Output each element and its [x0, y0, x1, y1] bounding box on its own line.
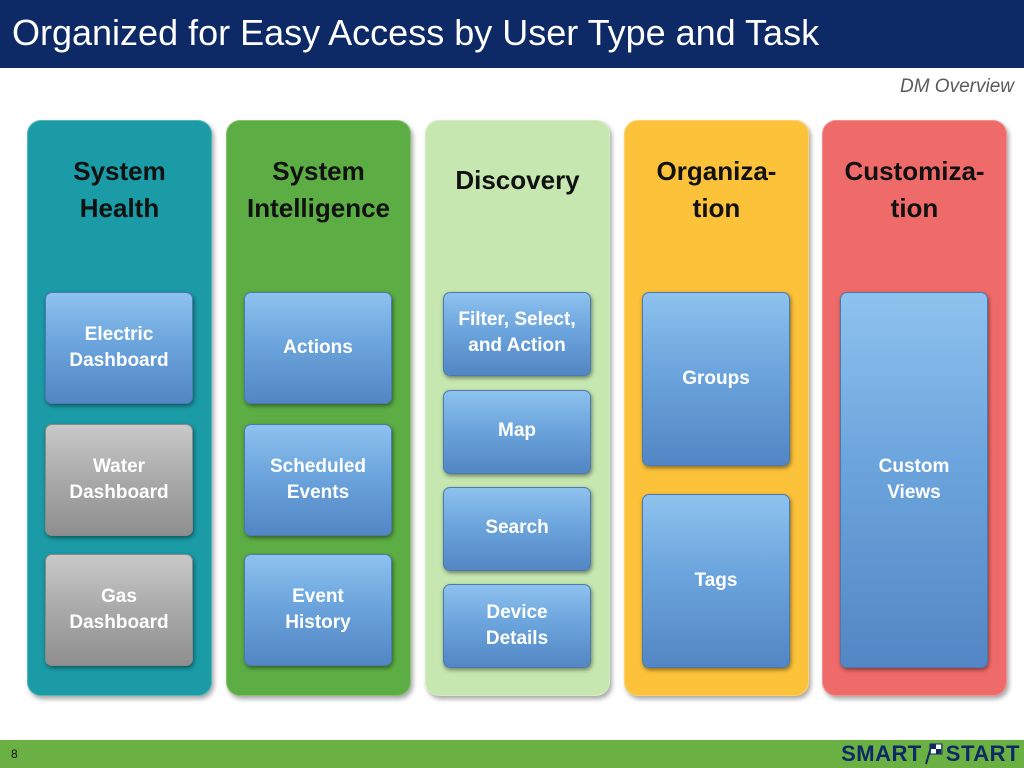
title-bar: Organized for Easy Access by User Type a… — [0, 0, 1024, 68]
card-device-details[interactable]: Device Details — [443, 584, 591, 668]
card-actions[interactable]: Actions — [244, 292, 392, 404]
checkered-flag-icon — [924, 743, 943, 765]
column-title: System Health — [73, 155, 166, 223]
slide-subtitle: DM Overview — [899, 76, 1014, 97]
smartstart-logo: SMART START — [841, 741, 1020, 767]
column-title: Customiza- tion — [844, 155, 985, 223]
column-customization: Customiza- tion Custom Views — [822, 120, 1007, 696]
card-water-dashboard[interactable]: Water Dashboard — [45, 424, 193, 536]
card-custom-views[interactable]: Custom Views — [840, 292, 988, 668]
column-system-intelligence: System Intelligence Actions Scheduled Ev… — [226, 120, 411, 696]
card-gas-dashboard[interactable]: Gas Dashboard — [45, 554, 193, 666]
column-title: System Intelligence — [246, 155, 391, 223]
card-filter-select-action[interactable]: Filter, Select, and Action — [443, 292, 591, 376]
footer-bar: 8 SMART START — [0, 740, 1024, 768]
card-event-history[interactable]: Event History — [244, 554, 392, 666]
slide-title: Organized for Easy Access by User Type a… — [12, 12, 820, 53]
column-discovery: Discovery Filter, Select, and Action Map… — [425, 120, 610, 696]
card-search[interactable]: Search — [443, 487, 591, 571]
column-system-health: System Health Electric Dashboard Water D… — [27, 120, 212, 696]
page-number: 8 — [11, 747, 18, 761]
logo-text-right: START — [945, 741, 1020, 766]
column-title: Organiza- tion — [656, 155, 777, 223]
card-scheduled-events[interactable]: Scheduled Events — [244, 424, 392, 536]
column-organization: Organiza- tion Groups Tags — [624, 120, 809, 696]
card-tags[interactable]: Tags — [642, 494, 790, 668]
card-groups[interactable]: Groups — [642, 292, 790, 466]
logo-text-left: SMART — [841, 741, 922, 766]
column-title: Discovery — [455, 165, 580, 195]
card-electric-dashboard[interactable]: Electric Dashboard — [45, 292, 193, 404]
card-map[interactable]: Map — [443, 390, 591, 474]
